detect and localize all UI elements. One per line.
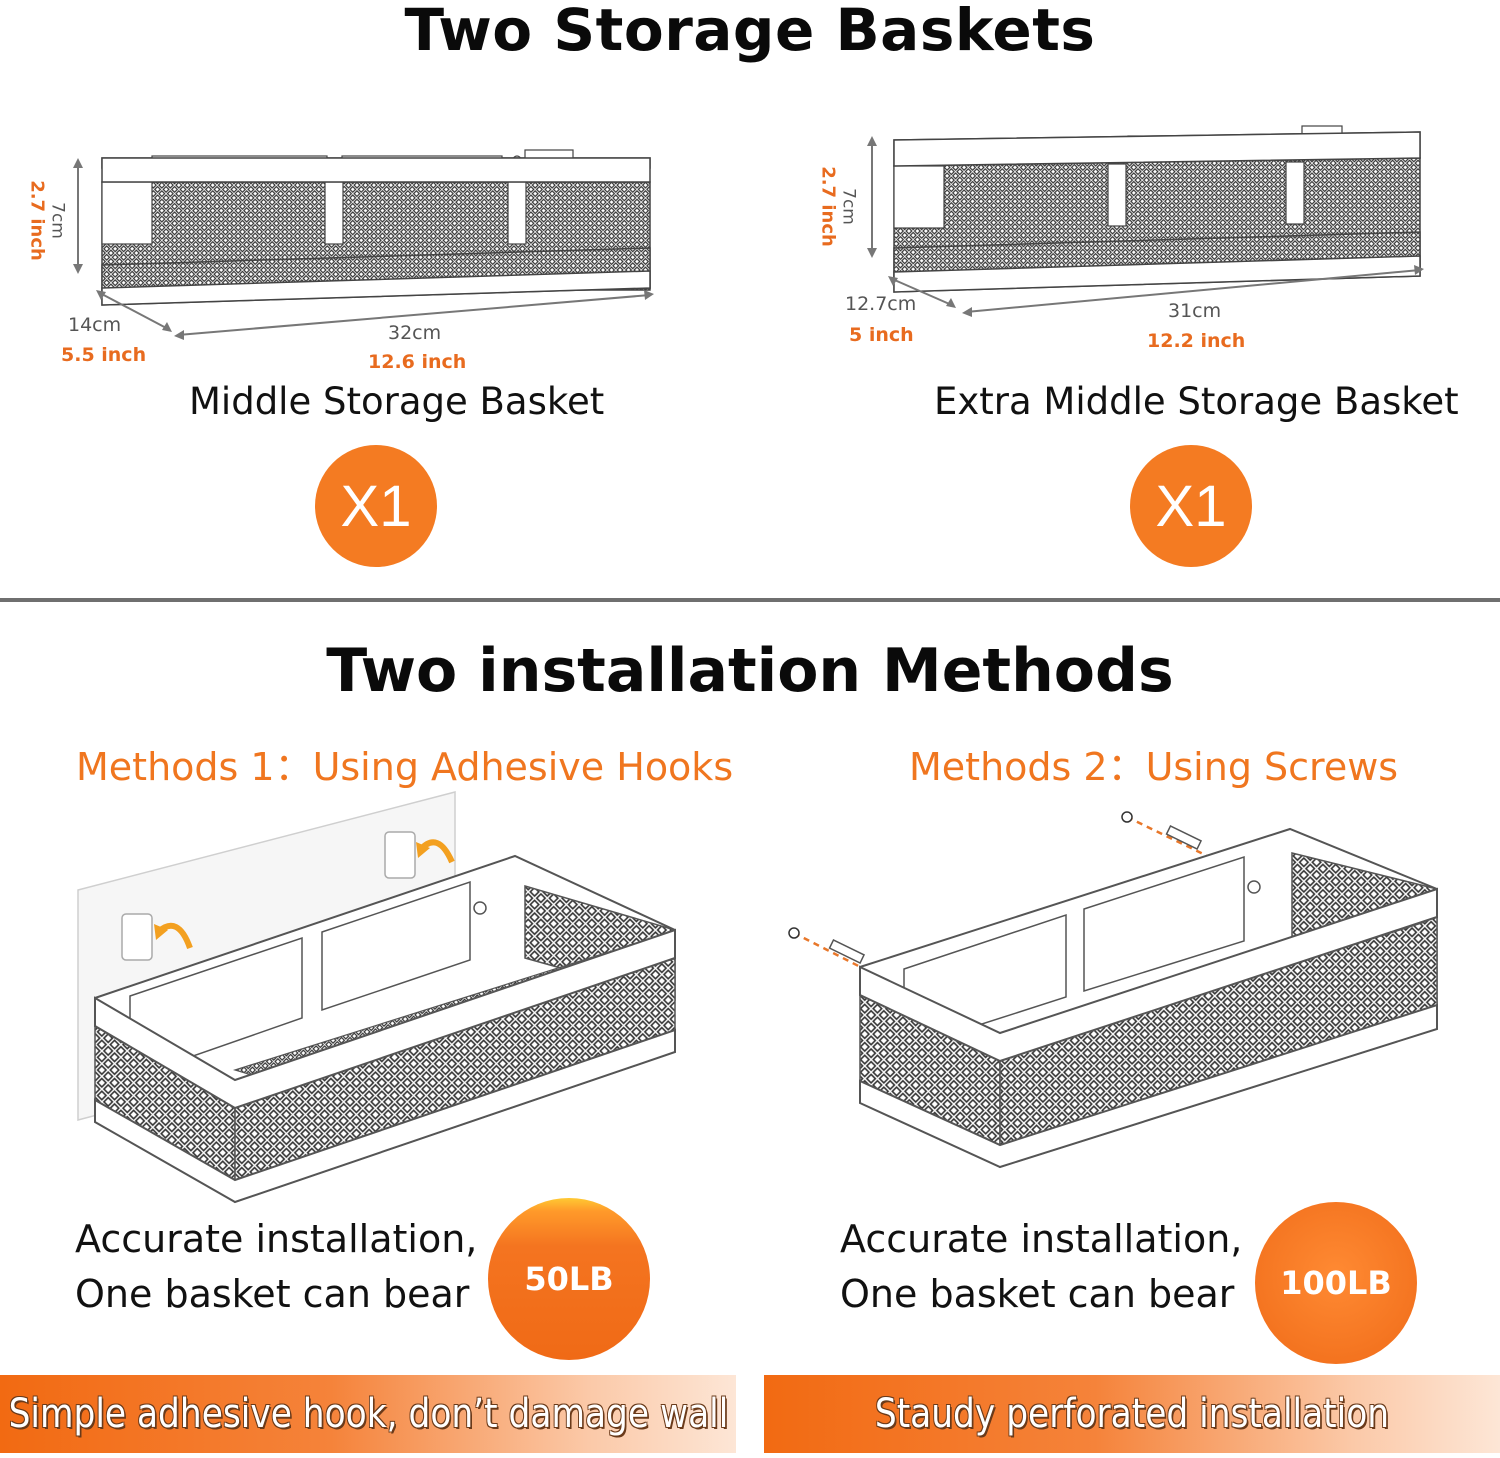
- method-2-caption: Accurate installation, One basket can be…: [840, 1217, 1243, 1316]
- basket-2-quantity-badge: X1: [1130, 445, 1252, 567]
- basket-2-height-label: 7cm 2.7 inch: [817, 166, 859, 247]
- basket-2-depth-cm: 12.7cm: [845, 293, 917, 315]
- basket-1-height-label: 7cm 2.7 inch: [26, 180, 68, 261]
- wall-anchor-icon: [1165, 824, 1203, 850]
- method-2-illustration: [788, 811, 1438, 1169]
- basket-2-width-in: 12.2 inch: [1147, 330, 1246, 352]
- basket-2-name: Extra Middle Storage Basket: [934, 380, 1459, 423]
- method-1-banner: Simple adhesive hook, don’t damage wall: [0, 1375, 736, 1453]
- basket-2-illustration: [867, 125, 1424, 317]
- section-divider: [0, 598, 1500, 602]
- adhesive-hook-icon: [121, 913, 153, 961]
- method-2-title: Methods 2：Using Screws: [909, 745, 1399, 789]
- wall-anchor-icon: [828, 938, 866, 964]
- screw-icon: [1121, 811, 1133, 823]
- basket-2-depth-in: 5 inch: [849, 324, 914, 346]
- basket-1-illustration: [73, 149, 654, 340]
- method-1-capacity-badge: 50LB: [488, 1198, 650, 1360]
- basket-1-width-in: 12.6 inch: [368, 351, 467, 373]
- method-1-title: Methods 1：Using Adhesive Hooks: [76, 745, 734, 789]
- method-1-caption: Accurate installation, One basket can be…: [75, 1217, 478, 1316]
- basket-1-name: Middle Storage Basket: [189, 380, 605, 423]
- installation-title: Two installation Methods: [326, 636, 1174, 706]
- method-2-banner: Staudy perforated installation: [764, 1375, 1500, 1453]
- adhesive-hook-icon: [384, 831, 416, 879]
- method-1-illustration: [77, 791, 676, 1204]
- screw-icon: [788, 927, 800, 939]
- basket-1-depth-cm: 14cm: [68, 314, 122, 336]
- method-2-capacity-badge: 100LB: [1255, 1202, 1417, 1364]
- basket-1-quantity-badge: X1: [315, 445, 437, 567]
- basket-1-width-cm: 32cm: [388, 322, 442, 344]
- storage-title: Two Storage Baskets: [404, 0, 1096, 64]
- basket-1-depth-in: 5.5 inch: [61, 344, 147, 366]
- basket-2-width-cm: 31cm: [1168, 300, 1222, 322]
